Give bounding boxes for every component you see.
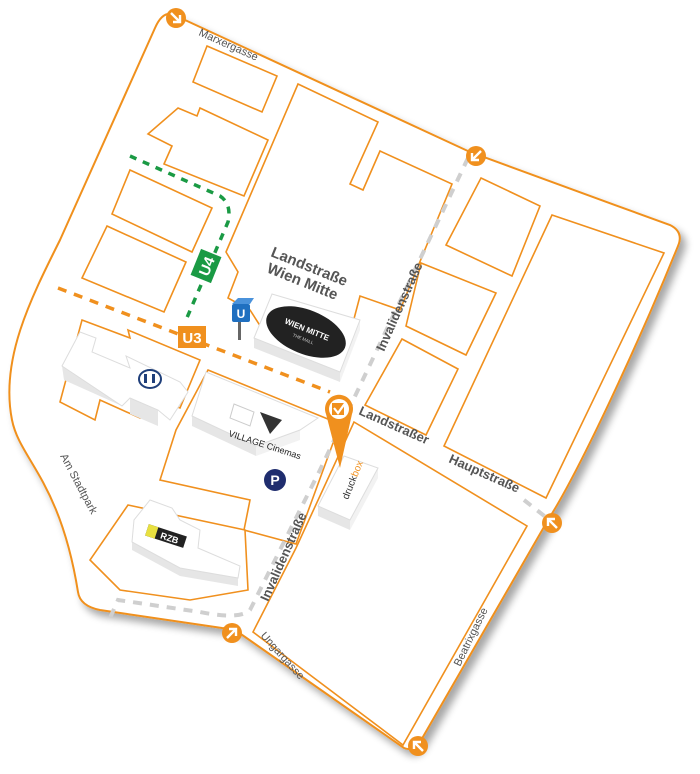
hotel-building	[61, 331, 189, 426]
u4-line	[129, 154, 231, 321]
u4-badge: U4	[190, 248, 222, 284]
parking-icon: P	[264, 469, 286, 491]
svg-text:U4: U4	[196, 254, 219, 279]
village-logo-icon	[260, 412, 282, 434]
entry-arrow-right[interactable]	[542, 513, 562, 533]
svg-text:P: P	[270, 472, 279, 488]
druckbox-building: druckbox	[317, 455, 379, 530]
entry-arrow-bottom-left[interactable]	[222, 623, 242, 643]
u3-badge: U3	[178, 326, 206, 348]
svg-text:U: U	[237, 307, 246, 321]
city-blocks	[59, 44, 666, 747]
tram-line	[108, 157, 470, 619]
entry-arrow-bottom[interactable]	[408, 736, 428, 756]
location-pin-icon[interactable]	[325, 394, 353, 468]
rzb-building: RZB	[131, 499, 241, 586]
hotel-logo-icon	[138, 369, 162, 389]
u3-line	[57, 286, 331, 394]
wien-mitte-building: WIEN MITTE THE MALL	[253, 293, 361, 382]
svg-text:U3: U3	[182, 330, 201, 347]
entry-arrow-top-mid[interactable]	[466, 146, 486, 166]
ubahn-stop-icon: U	[232, 298, 254, 340]
tram-line-hauptstrasse	[522, 498, 554, 524]
entry-arrow-top-left[interactable]	[166, 8, 186, 28]
